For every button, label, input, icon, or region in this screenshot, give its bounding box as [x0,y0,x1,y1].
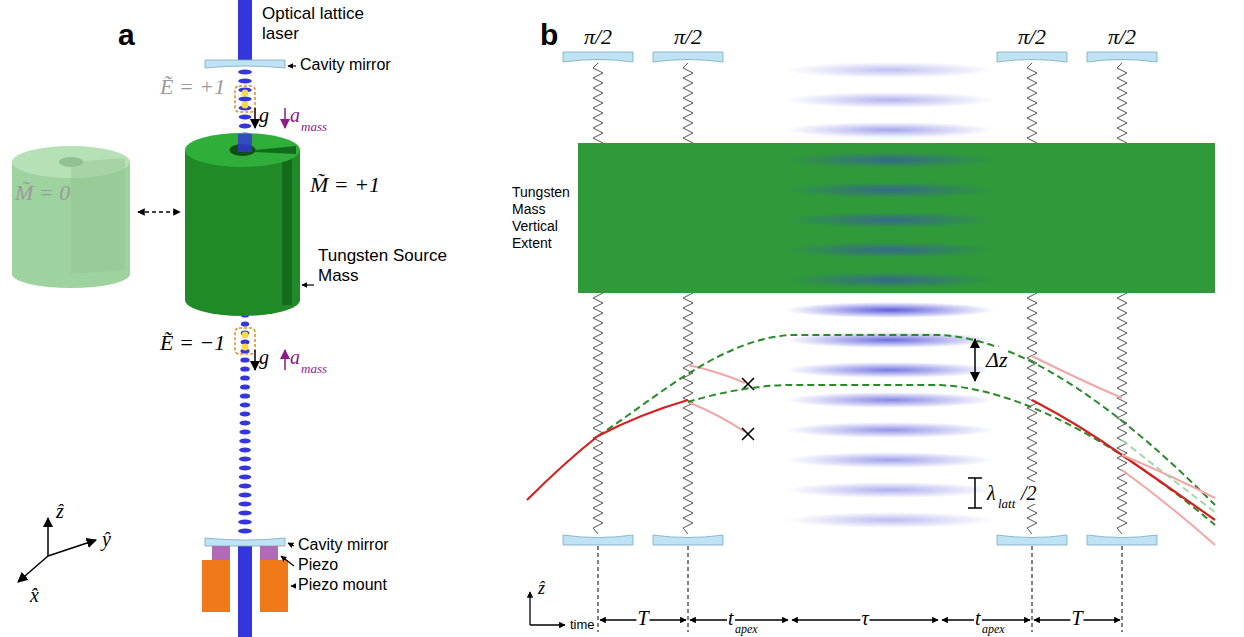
label-holder: /2 [1020,482,1038,505]
label-holder: π/2 [584,24,612,49]
band-label: Tungsten Mass Vertical Extent [512,184,576,251]
label-holder: Piezo mount [298,576,387,594]
part-label: Optical lattice laser [262,4,364,43]
panel-letter: b [540,18,558,51]
label-holder: time [570,615,595,633]
label-holder: g [259,104,269,127]
label-holder: Δz [985,347,1008,372]
math-symbol: Ẽ = −1 [160,330,225,355]
math-symbol: π/2 [584,24,612,49]
math-symbol: x̂ [30,584,39,606]
label-holder: ẑ [56,500,64,523]
delta-z-arrow [974,339,976,381]
part-label: Cavity mirror [298,536,389,553]
math-symbol: π/2 [674,24,702,49]
label-holder: ŷ [102,528,111,551]
label-holder: Cavity mirror [300,56,391,74]
math-symbol: mass [301,361,327,376]
source-mass-out [12,146,130,288]
label-holder: Piezo [298,556,338,574]
math-symbol: M̃ = 0 [15,180,70,205]
label-holder: Optical lattice laser [262,4,392,43]
math-symbol: Ẽ = +1 [160,74,225,99]
cavity-mirror [205,60,285,68]
move-arrow [138,211,180,213]
math-symbol: M̃ = +1 [310,172,380,197]
label-holder: M̃ = +1 [310,172,380,197]
label-holder: a [290,346,300,369]
laser-beam [238,546,252,637]
piezo-mount [202,560,230,612]
math-symbol: ẑ [56,500,64,522]
label-holder: x̂ [30,584,39,607]
trajectories [527,335,1215,545]
math-symbol: a [290,104,300,126]
label-holder: latt [997,494,1016,512]
math-symbol: apex [734,622,759,636]
mass-extent-band: Tungsten Mass Vertical Extent [512,143,1215,293]
math-symbol: T [1070,607,1083,629]
math-symbol: g [259,346,269,368]
label-holder: g [259,346,269,369]
label-holder: π/2 [1108,24,1136,49]
cavity-mirror [563,52,1157,545]
math-symbol: π/2 [1108,24,1136,49]
label-holder: Cavity mirror [298,536,389,554]
cavity-mirror [205,538,285,546]
math-symbol: a [290,346,300,368]
piezo [260,546,278,560]
label-holder: Ẽ = −1 [160,330,225,355]
math-symbol: λ [986,482,997,504]
atom-cloud [235,86,255,112]
label-holder: apex [981,619,1006,637]
math-symbol: T [636,607,649,629]
atom-cloud [235,328,255,354]
label-holder: mass [301,359,327,377]
part-label: Piezo [298,556,338,573]
panel-letter: a [118,18,135,51]
laser-beam [238,0,252,60]
piezo [212,546,230,560]
math-symbol: mass [301,119,327,134]
math-symbol: Δz [985,347,1008,372]
math-symbol: ẑ [538,578,545,598]
label-holder: Tungsten Source Mass [318,246,458,285]
part-label: time [570,617,595,632]
piezo-mount [260,560,288,612]
math-symbol: latt [997,496,1016,511]
label-holder: b [540,18,558,53]
part-label: Cavity mirror [300,56,391,73]
math-symbol: ŷ [102,528,111,550]
label-holder: Ẽ = +1 [160,74,225,99]
label-holder: λ [986,482,997,505]
label-holder: apex [734,619,759,637]
math-symbol: π/2 [1018,24,1046,49]
lattice-fringes [785,62,995,528]
math-symbol: apex [981,622,1006,636]
label-holder: a [118,18,135,53]
lambda-bracket [968,478,982,508]
label-holder: T [636,607,649,630]
part-label: Piezo mount [298,576,387,593]
tungsten-source-mass [185,133,300,316]
part-label: Tungsten Source Mass [318,246,447,285]
label-holder: ẑ [538,578,545,599]
label-holder: π/2 [1018,24,1046,49]
label-holder: τ [860,607,869,630]
label-holder: a [290,104,300,127]
label-holder: T [1070,607,1083,630]
math-symbol: g [259,104,269,126]
label-holder: π/2 [674,24,702,49]
label-holder: M̃ = 0 [15,180,70,205]
math-symbol: /2 [1020,482,1038,504]
math-symbol: τ [860,607,869,629]
label-holder: mass [301,117,327,135]
band-fill [578,143,1215,293]
